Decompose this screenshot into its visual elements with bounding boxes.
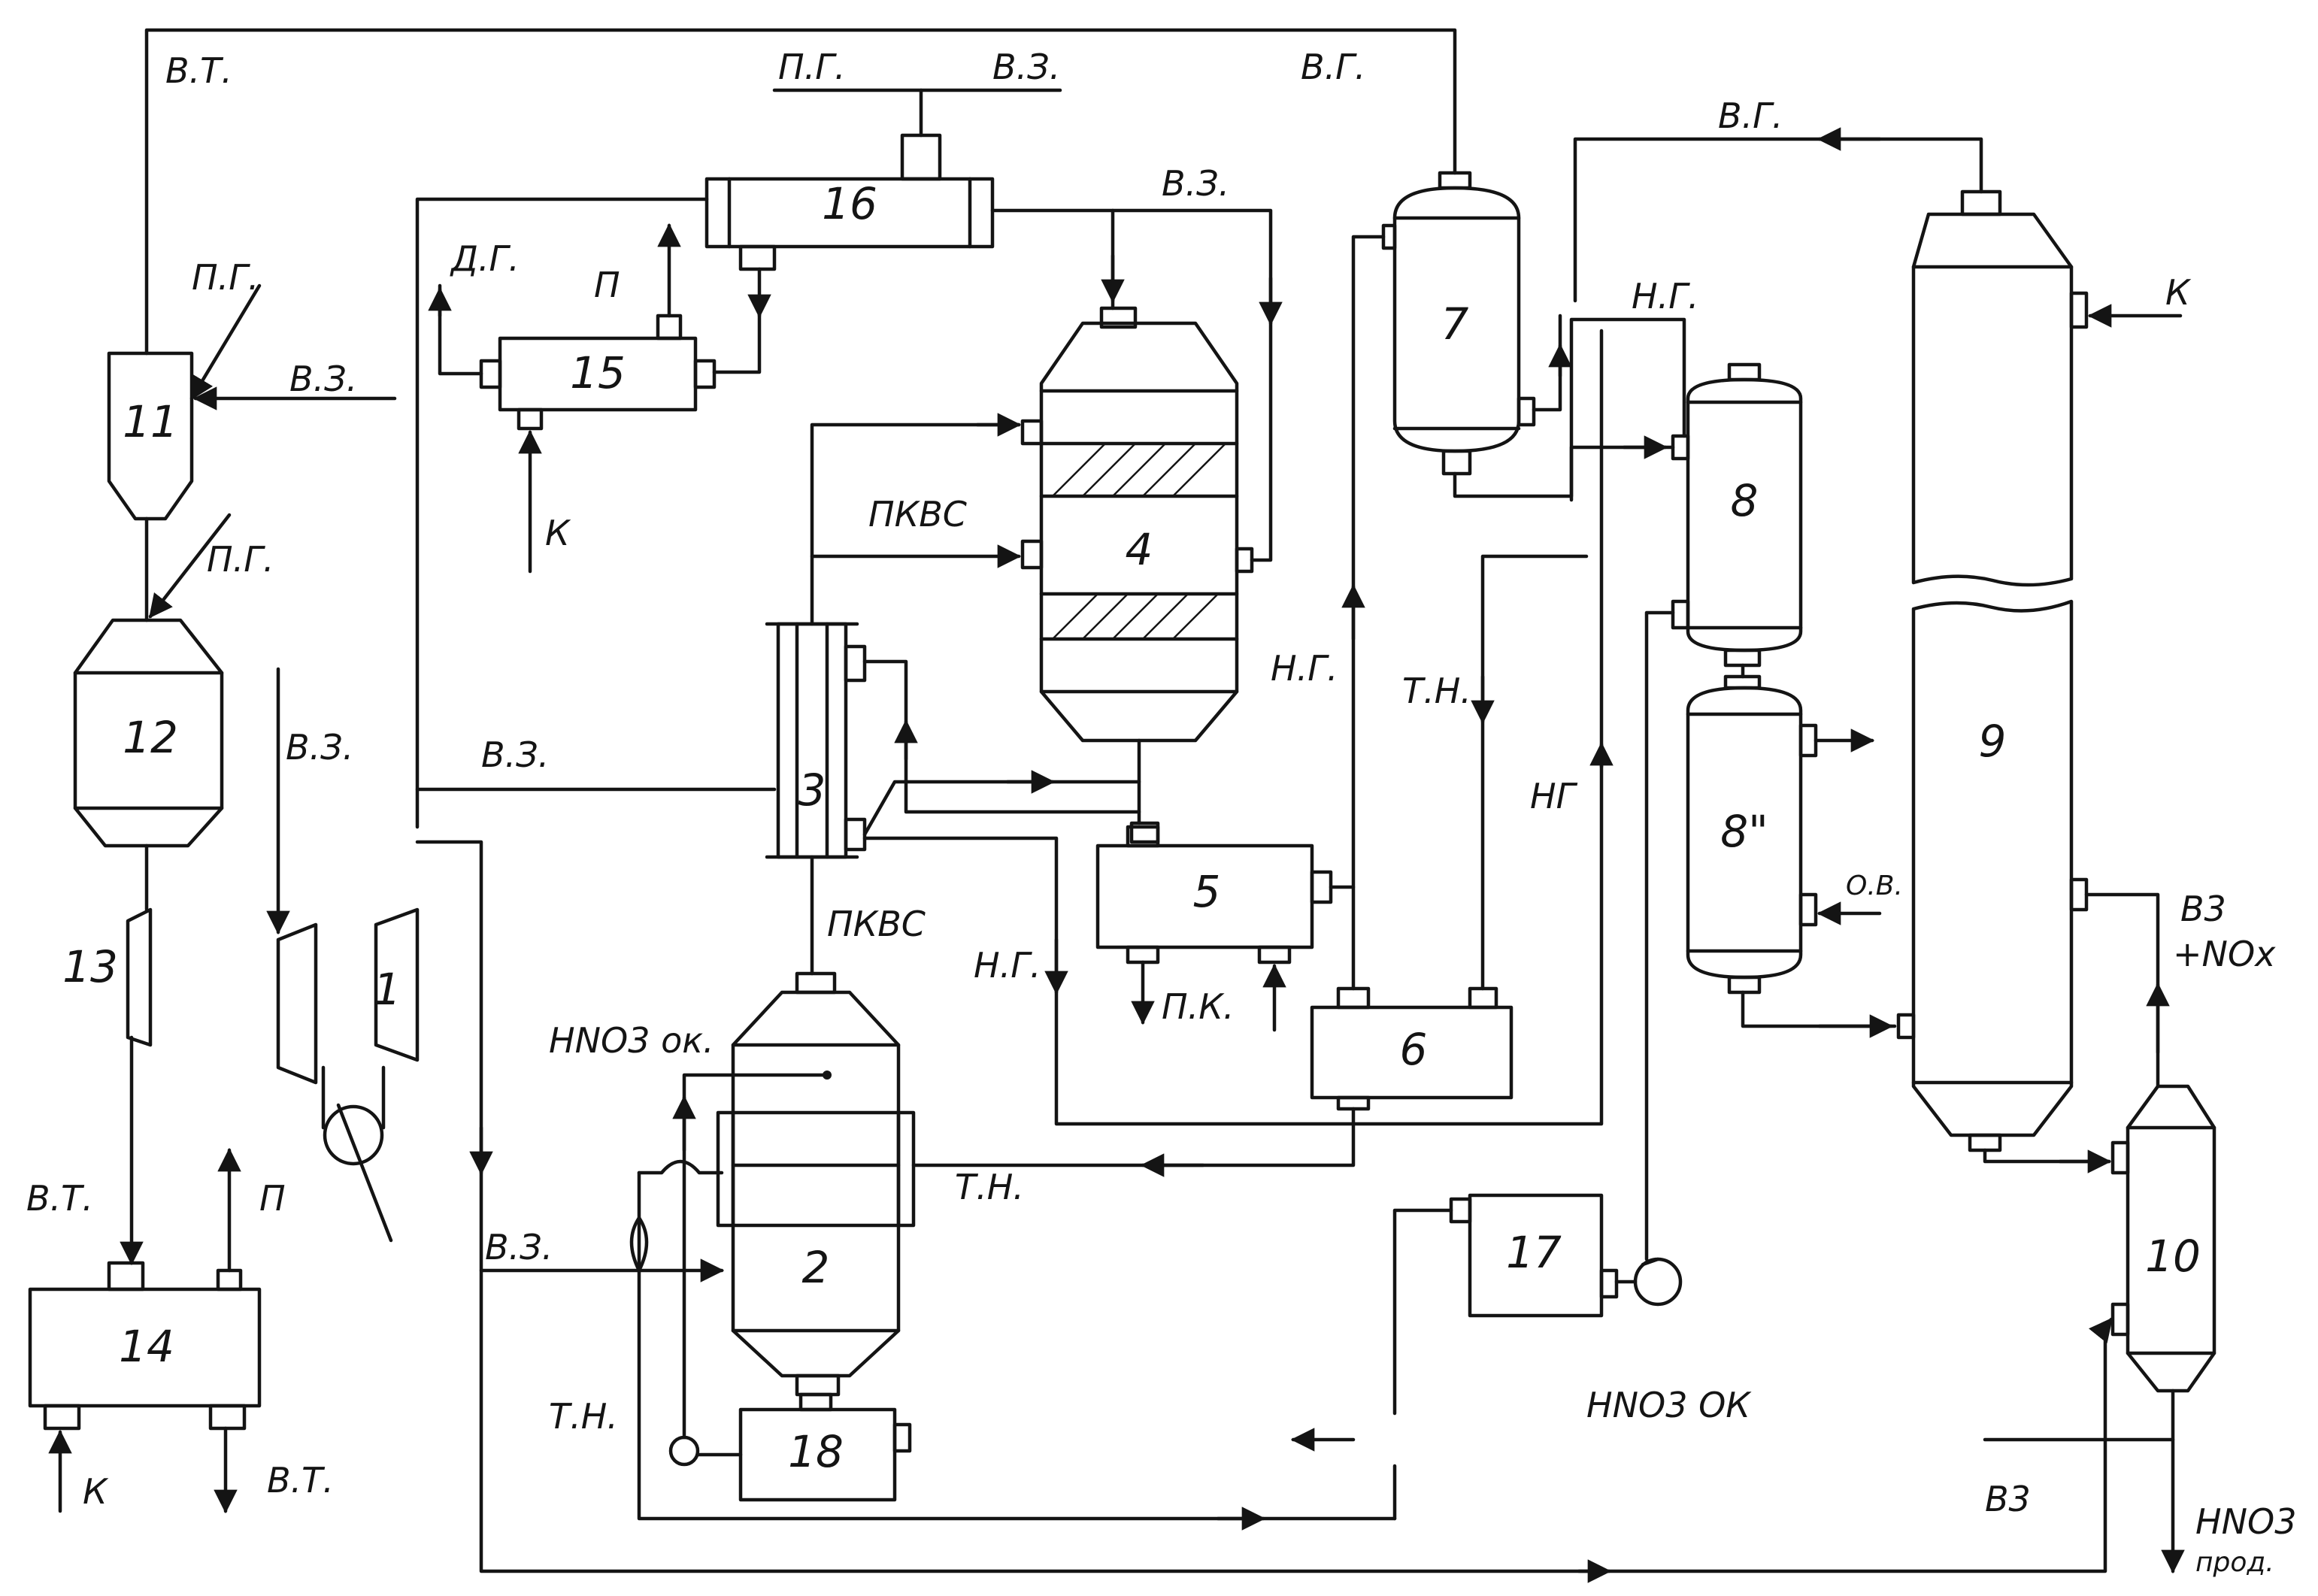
label-pkvs-prime: ПКВС xyxy=(827,904,926,944)
unit-2-number: 2 xyxy=(802,1242,830,1293)
unit-1-compressor xyxy=(278,910,417,1240)
unit-8-number: 8 xyxy=(1731,475,1759,526)
unit-10-number: 10 xyxy=(2145,1231,2201,1282)
unit-7-number: 7 xyxy=(1441,298,1469,350)
label-ng-8: НГ xyxy=(1530,776,1578,816)
label-pg-12: П.Г. xyxy=(207,539,274,580)
label-vg-top: В.Г. xyxy=(1301,47,1365,87)
label-tn-2: Т.Н. xyxy=(955,1167,1024,1207)
unit-3-exchanger xyxy=(767,624,865,857)
label-hno3-prod: HNO3 xyxy=(2195,1501,2296,1542)
unit-1-number: 1 xyxy=(374,964,401,1015)
label-vz-2: В.З. xyxy=(485,1227,553,1267)
label-k-9: К xyxy=(2165,272,2192,313)
unit-16-number: 16 xyxy=(822,178,877,229)
unit-3-number: 3 xyxy=(798,765,826,816)
label-prod: прод. xyxy=(2195,1547,2274,1578)
unit-2-column xyxy=(718,974,914,1410)
label-ng-top: Н.Г. xyxy=(1632,276,1698,316)
label-p-14: П xyxy=(259,1178,286,1219)
unit-13-number: 13 xyxy=(62,941,118,992)
label-vt-14: В.Т. xyxy=(26,1178,93,1219)
unit-4-number: 4 xyxy=(1126,524,1153,575)
label-vz-11: В.З. xyxy=(289,359,357,399)
label-nox: +NOx xyxy=(2173,934,2276,974)
unit-5-number: 5 xyxy=(1193,866,1221,917)
label-vz-top: В.З. xyxy=(992,47,1060,87)
label-k-14: К xyxy=(83,1471,109,1512)
unit-15-number: 15 xyxy=(570,347,626,398)
label-v3-nox: В3 xyxy=(2180,889,2226,929)
label-vz-3: В.З. xyxy=(481,734,549,775)
label-ng-3: Н.Г. xyxy=(974,945,1041,986)
label-vz-1: В.З. xyxy=(286,727,353,768)
unit-9-column xyxy=(1898,192,2086,1150)
label-v3-bottom: В3 xyxy=(1985,1479,2031,1519)
label-pk: П.К. xyxy=(1162,986,1235,1027)
unit-13-turbine xyxy=(128,910,150,1045)
label-hno3-ok-2: HNO3 ок. xyxy=(549,1020,714,1061)
unit-6-number: 6 xyxy=(1400,1024,1428,1075)
label-dg: Д.Г. xyxy=(450,238,520,279)
label-tn-6: Т.Н. xyxy=(1402,671,1471,711)
unit-18-number: 18 xyxy=(788,1426,844,1477)
label-ov: О.В. xyxy=(1846,871,1903,901)
label-vt-top: В.Т. xyxy=(165,50,232,91)
label-vz-16: В.З. xyxy=(1162,163,1229,204)
label-vt-14-out: В.Т. xyxy=(267,1460,334,1501)
unit-8b-number: 8" xyxy=(1720,806,1768,857)
unit-12-number: 12 xyxy=(123,712,178,763)
stream-labels: В.Т. П.Г. В.З. В.Г. Д.Г. П К В.З. В.З. П… xyxy=(26,47,2296,1578)
label-hno3-ok-return: HNO3 ОК xyxy=(1586,1385,1752,1425)
pipelines xyxy=(60,30,2180,1571)
label-pg-top: П.Г. xyxy=(778,47,845,87)
label-pg-11: П.Г. xyxy=(192,257,259,298)
unit-17-number: 17 xyxy=(1506,1227,1562,1278)
label-k-15: К xyxy=(545,513,571,553)
label-ng-7: Н.Г. xyxy=(1271,648,1338,689)
label-pkvs: ПКВС xyxy=(868,494,967,535)
label-vg-9: В.Г. xyxy=(1718,95,1783,136)
label-tn-18: Т.Н. xyxy=(549,1396,618,1437)
unit-11-number: 11 xyxy=(123,396,178,447)
unit-14-number: 14 xyxy=(119,1321,174,1372)
label-p-15: П xyxy=(594,265,620,305)
unit-9-number: 9 xyxy=(1979,716,2007,767)
